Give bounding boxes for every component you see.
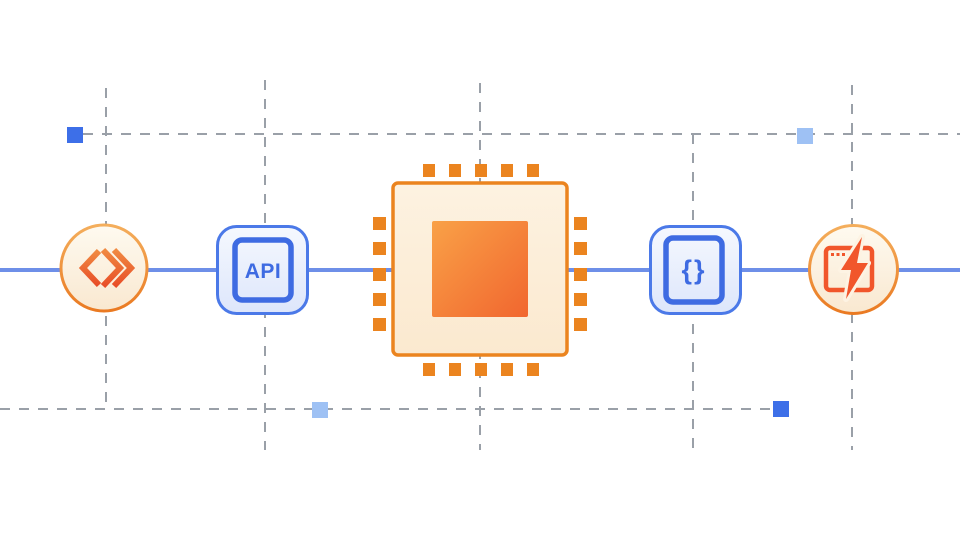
curly-braces-icon: {}: [649, 225, 742, 315]
node-code-source: [58, 222, 150, 314]
api-badge-icon: API: [216, 225, 309, 315]
braces-label: {}: [681, 255, 706, 285]
api-label: API: [245, 260, 282, 283]
lightning-bolt-glyph: [838, 234, 871, 302]
node-json-output: {}: [649, 225, 742, 315]
node-app-runtime: [806, 222, 901, 317]
node-api-gateway: API: [216, 225, 309, 315]
grid-hline-top: [83, 133, 960, 135]
code-chevrons-icon: [59, 223, 149, 313]
accent-square-top-left: [67, 127, 83, 143]
cpu-chip-icon: [373, 164, 587, 376]
grid-hline-bottom: [0, 408, 773, 410]
lightning-window-icon: [808, 224, 899, 315]
chip-pins: [373, 164, 587, 376]
accent-square-top-right: [797, 128, 813, 144]
accent-square-bottom-center: [312, 402, 328, 418]
chip-core: [432, 221, 528, 317]
accent-square-bottom-right: [773, 401, 789, 417]
node-processor-chip: [370, 152, 590, 378]
